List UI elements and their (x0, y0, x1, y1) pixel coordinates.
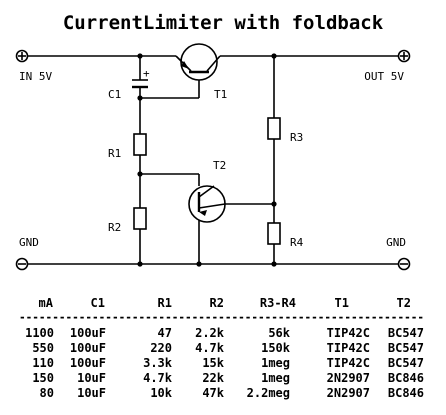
label-r4: R4 (290, 236, 304, 249)
table-cell: 10uF (77, 386, 106, 400)
table-cell: TIP42C (327, 356, 370, 370)
table-cell: 56k (268, 326, 290, 340)
resistor-r3 (267, 117, 281, 140)
label-r2: R2 (108, 221, 121, 234)
t1-emitter-arrow (181, 61, 189, 69)
table-cell: 2N2907 (327, 371, 370, 385)
table-cell: 110 (32, 356, 54, 370)
label-in: IN 5V (19, 70, 52, 83)
table-cell: TIP42C (327, 326, 370, 340)
table-cell: 22k (202, 371, 224, 385)
table-cell: BC547 (388, 326, 424, 340)
diagram-title: CurrentLimiter with foldback (63, 12, 384, 34)
table-header-row: mA C1 R1 R2 R3-R4 T1 T2 (39, 296, 411, 310)
junction-dot (137, 53, 143, 59)
terminal-in (15, 49, 29, 63)
table-cell: BC846 (388, 371, 424, 385)
resistor-r2 (133, 207, 147, 230)
component-table: mA C1 R1 R2 R3-R4 T1 T2 ----------------… (19, 296, 424, 400)
table-header-cell: R1 (158, 296, 172, 310)
terminal-gnd-left (15, 257, 29, 271)
table-cell: 100uF (70, 326, 106, 340)
label-c1: C1 (108, 88, 121, 101)
table-row: 550 100uF 220 4.7k 150k TIP42C BC547 (32, 341, 424, 355)
junction-dot (271, 53, 277, 59)
transistor-t1 (175, 43, 221, 81)
table-cell: 47 (158, 326, 172, 340)
transistor-t2 (188, 185, 226, 223)
table-cell: 100uF (70, 356, 106, 370)
terminal-gnd-right (397, 257, 411, 271)
table-row: 150 10uF 4.7k 22k 1meg 2N2907 BC846 (32, 371, 424, 385)
table-header-cell: T1 (335, 296, 349, 310)
label-gnd-right: GND (386, 236, 406, 249)
junction-dot (137, 261, 143, 267)
table-cell: TIP42C (327, 341, 370, 355)
label-r1: R1 (108, 147, 121, 160)
table-row: 1100 100uF 47 2.2k 56k TIP42C BC547 (25, 326, 424, 340)
junction-dot (271, 261, 277, 267)
junction-dot (196, 261, 202, 267)
table-cell: 4.7k (195, 341, 225, 355)
t2-emitter-arrow (199, 210, 207, 216)
table-cell: BC547 (388, 341, 424, 355)
junction-dot (137, 171, 143, 177)
table-cell: 220 (150, 341, 172, 355)
table-cell: 2.2meg (247, 386, 290, 400)
capacitor-c1: + (132, 67, 150, 89)
label-gnd-left: GND (19, 236, 39, 249)
table-cell: 80 (40, 386, 54, 400)
terminal-out (397, 49, 411, 63)
label-r3: R3 (290, 131, 303, 144)
label-t1: T1 (214, 88, 227, 101)
table-cell: 4.7k (143, 371, 173, 385)
table-header-cell: C1 (91, 296, 105, 310)
table-header-cell: mA (39, 296, 54, 310)
resistor-r4 (267, 222, 281, 245)
table-cell: 47k (202, 386, 224, 400)
table-cell: 1meg (261, 356, 290, 370)
table-cell: 550 (32, 341, 54, 355)
table-cell: 150 (32, 371, 54, 385)
junction-dot (271, 201, 277, 207)
table-cell: 15k (202, 356, 224, 370)
c1-polarity: + (143, 67, 150, 80)
table-cell: 100uF (70, 341, 106, 355)
table-cell: BC846 (388, 386, 424, 400)
table-cell: 1100 (25, 326, 54, 340)
table-row: 80 10uF 10k 47k 2.2meg 2N2907 BC846 (40, 386, 424, 400)
table-row: 110 100uF 3.3k 15k 1meg TIP42C BC547 (32, 356, 424, 370)
table-cell: BC547 (388, 356, 424, 370)
table-cell: 2N2907 (327, 386, 370, 400)
resistor-r1 (133, 133, 147, 156)
table-cell: 3.3k (143, 356, 173, 370)
table-separator: ----------------------------------------… (19, 310, 424, 324)
junction-dot (137, 95, 143, 101)
table-cell: 150k (261, 341, 291, 355)
table-header-cell: T2 (397, 296, 411, 310)
label-t2: T2 (213, 159, 226, 172)
label-out: OUT 5V (364, 70, 404, 83)
table-cell: 1meg (261, 371, 290, 385)
table-header-cell: R2 (210, 296, 224, 310)
table-cell: 10uF (77, 371, 106, 385)
table-cell: 2.2k (195, 326, 225, 340)
junction-dots (137, 53, 277, 267)
table-cell: 10k (150, 386, 172, 400)
table-header-cell: R3-R4 (260, 296, 296, 310)
